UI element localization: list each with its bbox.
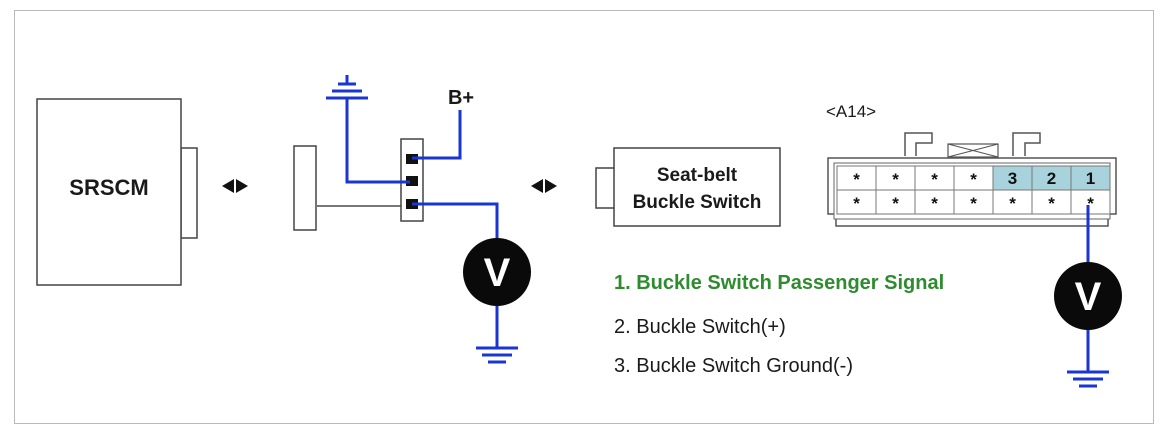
- connector-id-label: <A14>: [826, 102, 876, 121]
- srscm-connector-tab: [180, 147, 198, 239]
- switch-connector-tab: [595, 167, 617, 209]
- connector-pin-cell: [1031, 165, 1072, 191]
- legend-item-3: 3. Buckle Switch Ground(-): [614, 355, 853, 377]
- wire-ground: [345, 98, 410, 184]
- connector-a14: * * * * 3 2 1 * * * * * * *: [827, 132, 1117, 227]
- connector-pin-cell: [992, 165, 1033, 191]
- wire-meter: [412, 202, 499, 240]
- connector-pin-unused: *: [1009, 194, 1016, 213]
- pin-block: [400, 138, 424, 222]
- srscm-module: SRSCM: [36, 98, 198, 286]
- ground-symbol-icon: [476, 346, 518, 364]
- voltmeter-label: V: [1075, 275, 1102, 319]
- connector-pin-unused: *: [892, 194, 899, 213]
- harness-connector: [293, 145, 403, 231]
- connector-pin-unused: *: [853, 170, 860, 189]
- battery-label: B+: [448, 87, 474, 109]
- switch-box: [613, 147, 781, 227]
- connector-pin-unused: *: [931, 194, 938, 213]
- pin-legend: 1. Buckle Switch Passenger Signal 2. Buc…: [614, 272, 944, 377]
- connector-pin-grid: * * * * 3 2 1 * * * * * * *: [836, 165, 1111, 215]
- connector-pin-cell: [914, 189, 955, 215]
- bidirectional-arrow-icon: [222, 179, 248, 193]
- voltmeter-label: V: [484, 251, 511, 295]
- voltmeter-icon: V: [463, 238, 531, 306]
- connector-pin-cell: [836, 189, 877, 215]
- connector-pin-number: 1: [1086, 169, 1095, 188]
- connector-pin-cell: [1031, 189, 1072, 215]
- connector-pin-cell: [875, 165, 916, 191]
- connector-pin-cell: [836, 165, 877, 191]
- blue-wires: [345, 98, 499, 348]
- connector-pin-unused: *: [892, 170, 899, 189]
- connector-pin-unused: *: [1048, 194, 1055, 213]
- srscm-label: SRSCM: [69, 175, 148, 200]
- connector-pin-cell: [1070, 165, 1111, 191]
- harness-plug: [293, 145, 317, 231]
- ground-symbol-icon: [326, 75, 368, 100]
- connector-pin-cell: [875, 189, 916, 215]
- switch-label-line2: Buckle Switch: [633, 192, 762, 213]
- srscm-box: [36, 98, 182, 286]
- connector-pin-unused: *: [970, 170, 977, 189]
- voltmeter-icon: V: [1054, 262, 1122, 330]
- connector-pin-cell: [953, 189, 994, 215]
- connector-pin-number: 2: [1047, 169, 1056, 188]
- seatbelt-buckle-switch: Seat-belt Buckle Switch: [595, 147, 781, 227]
- connector-pin-cell: [953, 165, 994, 191]
- connector-pin-cell: [1070, 189, 1111, 215]
- legend-item-1: 1. Buckle Switch Passenger Signal: [614, 272, 944, 294]
- connector-pin-unused: *: [1087, 194, 1094, 213]
- wire-bplus: [412, 110, 462, 160]
- connector-pin-number: 3: [1008, 169, 1017, 188]
- connector-lock: [947, 143, 999, 158]
- connector-pin-unused: *: [853, 194, 860, 213]
- connector-pin-unused: *: [931, 170, 938, 189]
- ground-symbol-icon: [1067, 370, 1109, 388]
- bidirectional-arrow-icon: [531, 179, 557, 193]
- switch-label-line1: Seat-belt: [657, 165, 738, 186]
- connector-pin-unused: *: [970, 194, 977, 213]
- legend-item-2: 2. Buckle Switch(+): [614, 316, 786, 338]
